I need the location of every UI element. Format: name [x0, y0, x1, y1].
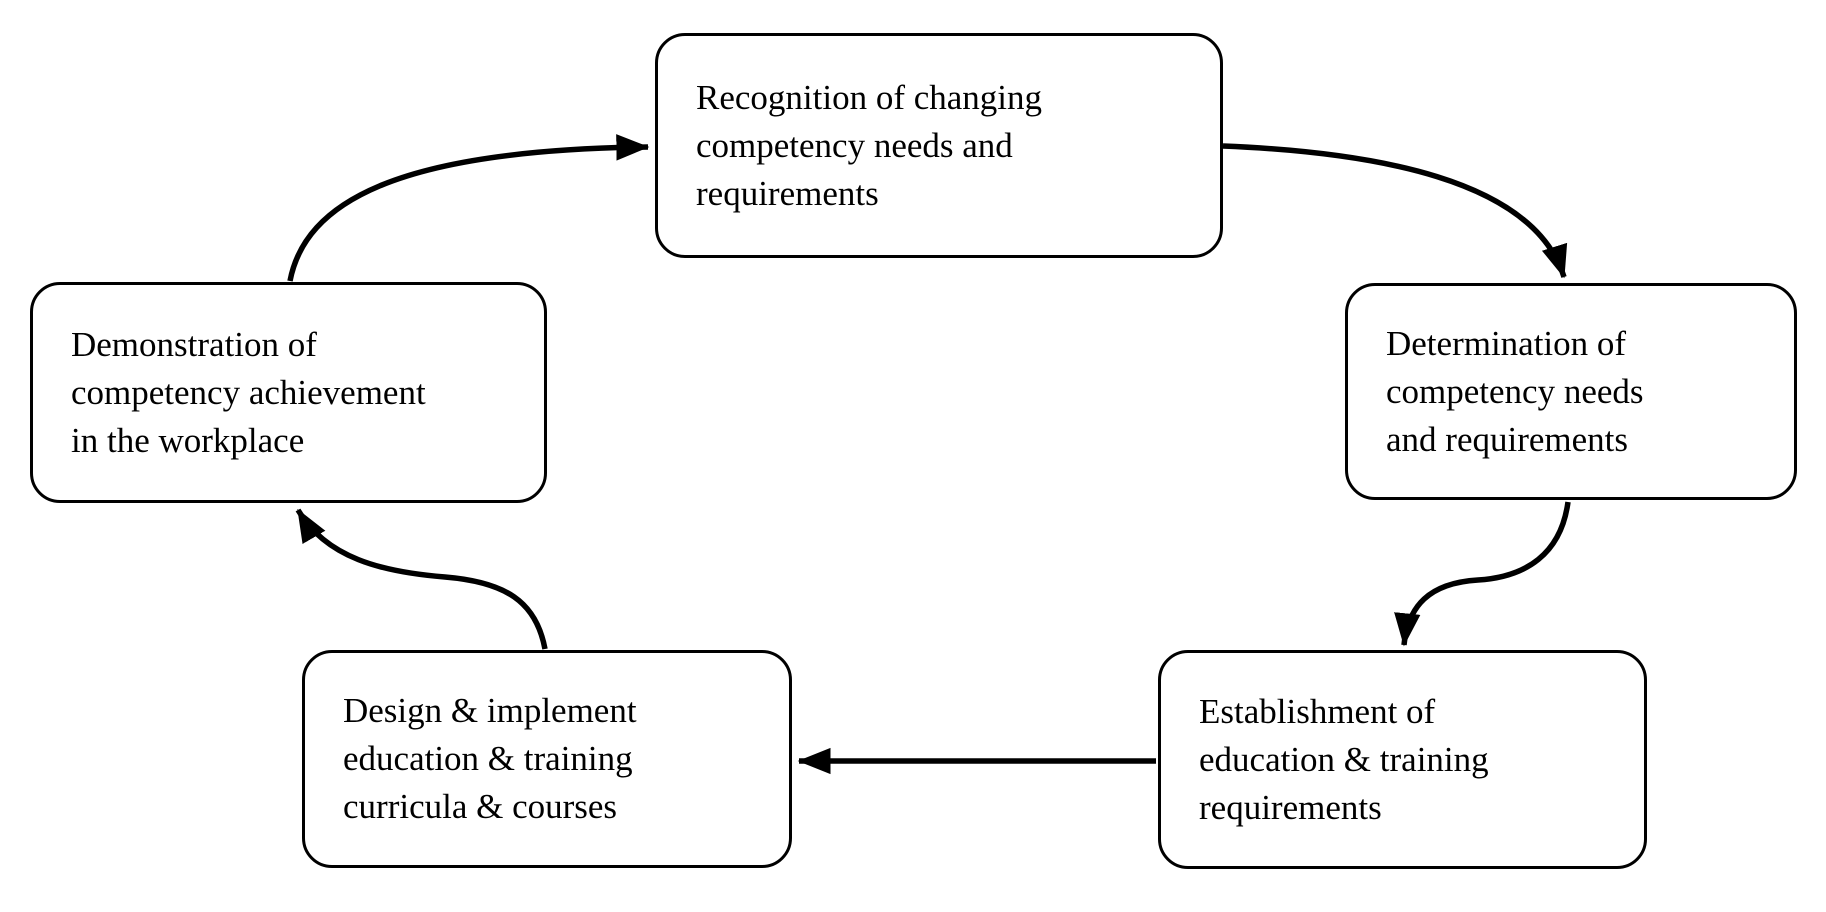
- node-determination-label: Determination of competency needs and re…: [1386, 323, 1644, 459]
- arrow-determination-to-establishment: [1394, 501, 1571, 647]
- node-design: Design & implement education & training …: [302, 650, 792, 868]
- arrow-design-to-demonstration: [295, 508, 548, 650]
- arrow-demonstration-to-recognition: [287, 134, 650, 282]
- node-recognition: Recognition of changing competency needs…: [655, 33, 1223, 258]
- arrow-recognition-to-determination: [1222, 143, 1568, 279]
- node-demonstration: Demonstration of competency achievement …: [30, 282, 547, 503]
- node-determination: Determination of competency needs and re…: [1345, 283, 1797, 500]
- node-recognition-label: Recognition of changing competency needs…: [696, 77, 1043, 213]
- node-design-label: Design & implement education & training …: [343, 691, 637, 826]
- node-establishment-label: Establishment of education & training re…: [1199, 691, 1489, 827]
- node-establishment: Establishment of education & training re…: [1158, 650, 1647, 869]
- node-demonstration-label: Demonstration of competency achievement …: [71, 324, 426, 460]
